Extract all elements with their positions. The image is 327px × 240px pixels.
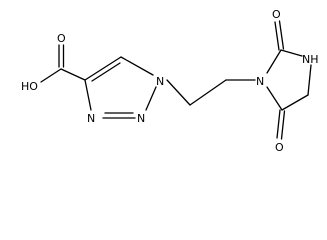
carboxyl-ring-bond bbox=[60, 68, 86, 81]
ring-c2-oxo-bond-a bbox=[274, 21, 280, 51]
ring-c5-oxo-bond-b bbox=[280, 110, 286, 140]
ketone-oxygen-bottom-label: O bbox=[275, 141, 284, 154]
triazole-n1-label: N bbox=[156, 75, 164, 88]
triazole-n3-label: N bbox=[87, 112, 95, 125]
triazole-c5-n1-bond bbox=[120, 56, 154, 76]
carboxyl-oxygen-label: O bbox=[57, 32, 66, 45]
imidazolidinedione-ring bbox=[266, 20, 312, 140]
ring-c2-nh-bond bbox=[280, 49, 303, 57]
ring-c5-n-bond bbox=[266, 86, 283, 111]
molecule-structure-diagram: O HO N N N N NH O O bbox=[21, 8, 319, 154]
imidazolidine-n-label: N bbox=[256, 75, 264, 88]
triazole-c4-c5-inner-bond bbox=[91, 62, 121, 82]
linker-bond-1 bbox=[166, 79, 191, 106]
carboxyl-hydroxyl-bond bbox=[40, 68, 62, 83]
ethylene-linker bbox=[166, 79, 256, 106]
ring-n-c2-bond bbox=[266, 49, 282, 74]
linker-bond-2 bbox=[189, 79, 227, 106]
carboxylic-acid-group bbox=[40, 44, 86, 83]
ring-ch2-c5-bond bbox=[281, 94, 309, 111]
ketone-oxygen-top-label: O bbox=[272, 8, 281, 21]
triazole-ring bbox=[84, 56, 157, 119]
ring-c2-oxo-bond-b bbox=[278, 20, 285, 50]
imidazolidine-nh-label: NH bbox=[302, 53, 319, 66]
triazole-n2-label: N bbox=[137, 112, 145, 125]
hydroxyl-label: HO bbox=[21, 80, 38, 93]
triazole-n3-c4-bond bbox=[84, 79, 92, 111]
triazole-c4-c5-bond bbox=[84, 56, 122, 81]
ring-c5-oxo-bond-a bbox=[276, 109, 281, 139]
atom-labels: O HO N N N N NH O O bbox=[21, 8, 319, 154]
triazole-n1-n2-bond bbox=[145, 86, 157, 111]
ring-nh-ch2-bond bbox=[307, 64, 312, 96]
